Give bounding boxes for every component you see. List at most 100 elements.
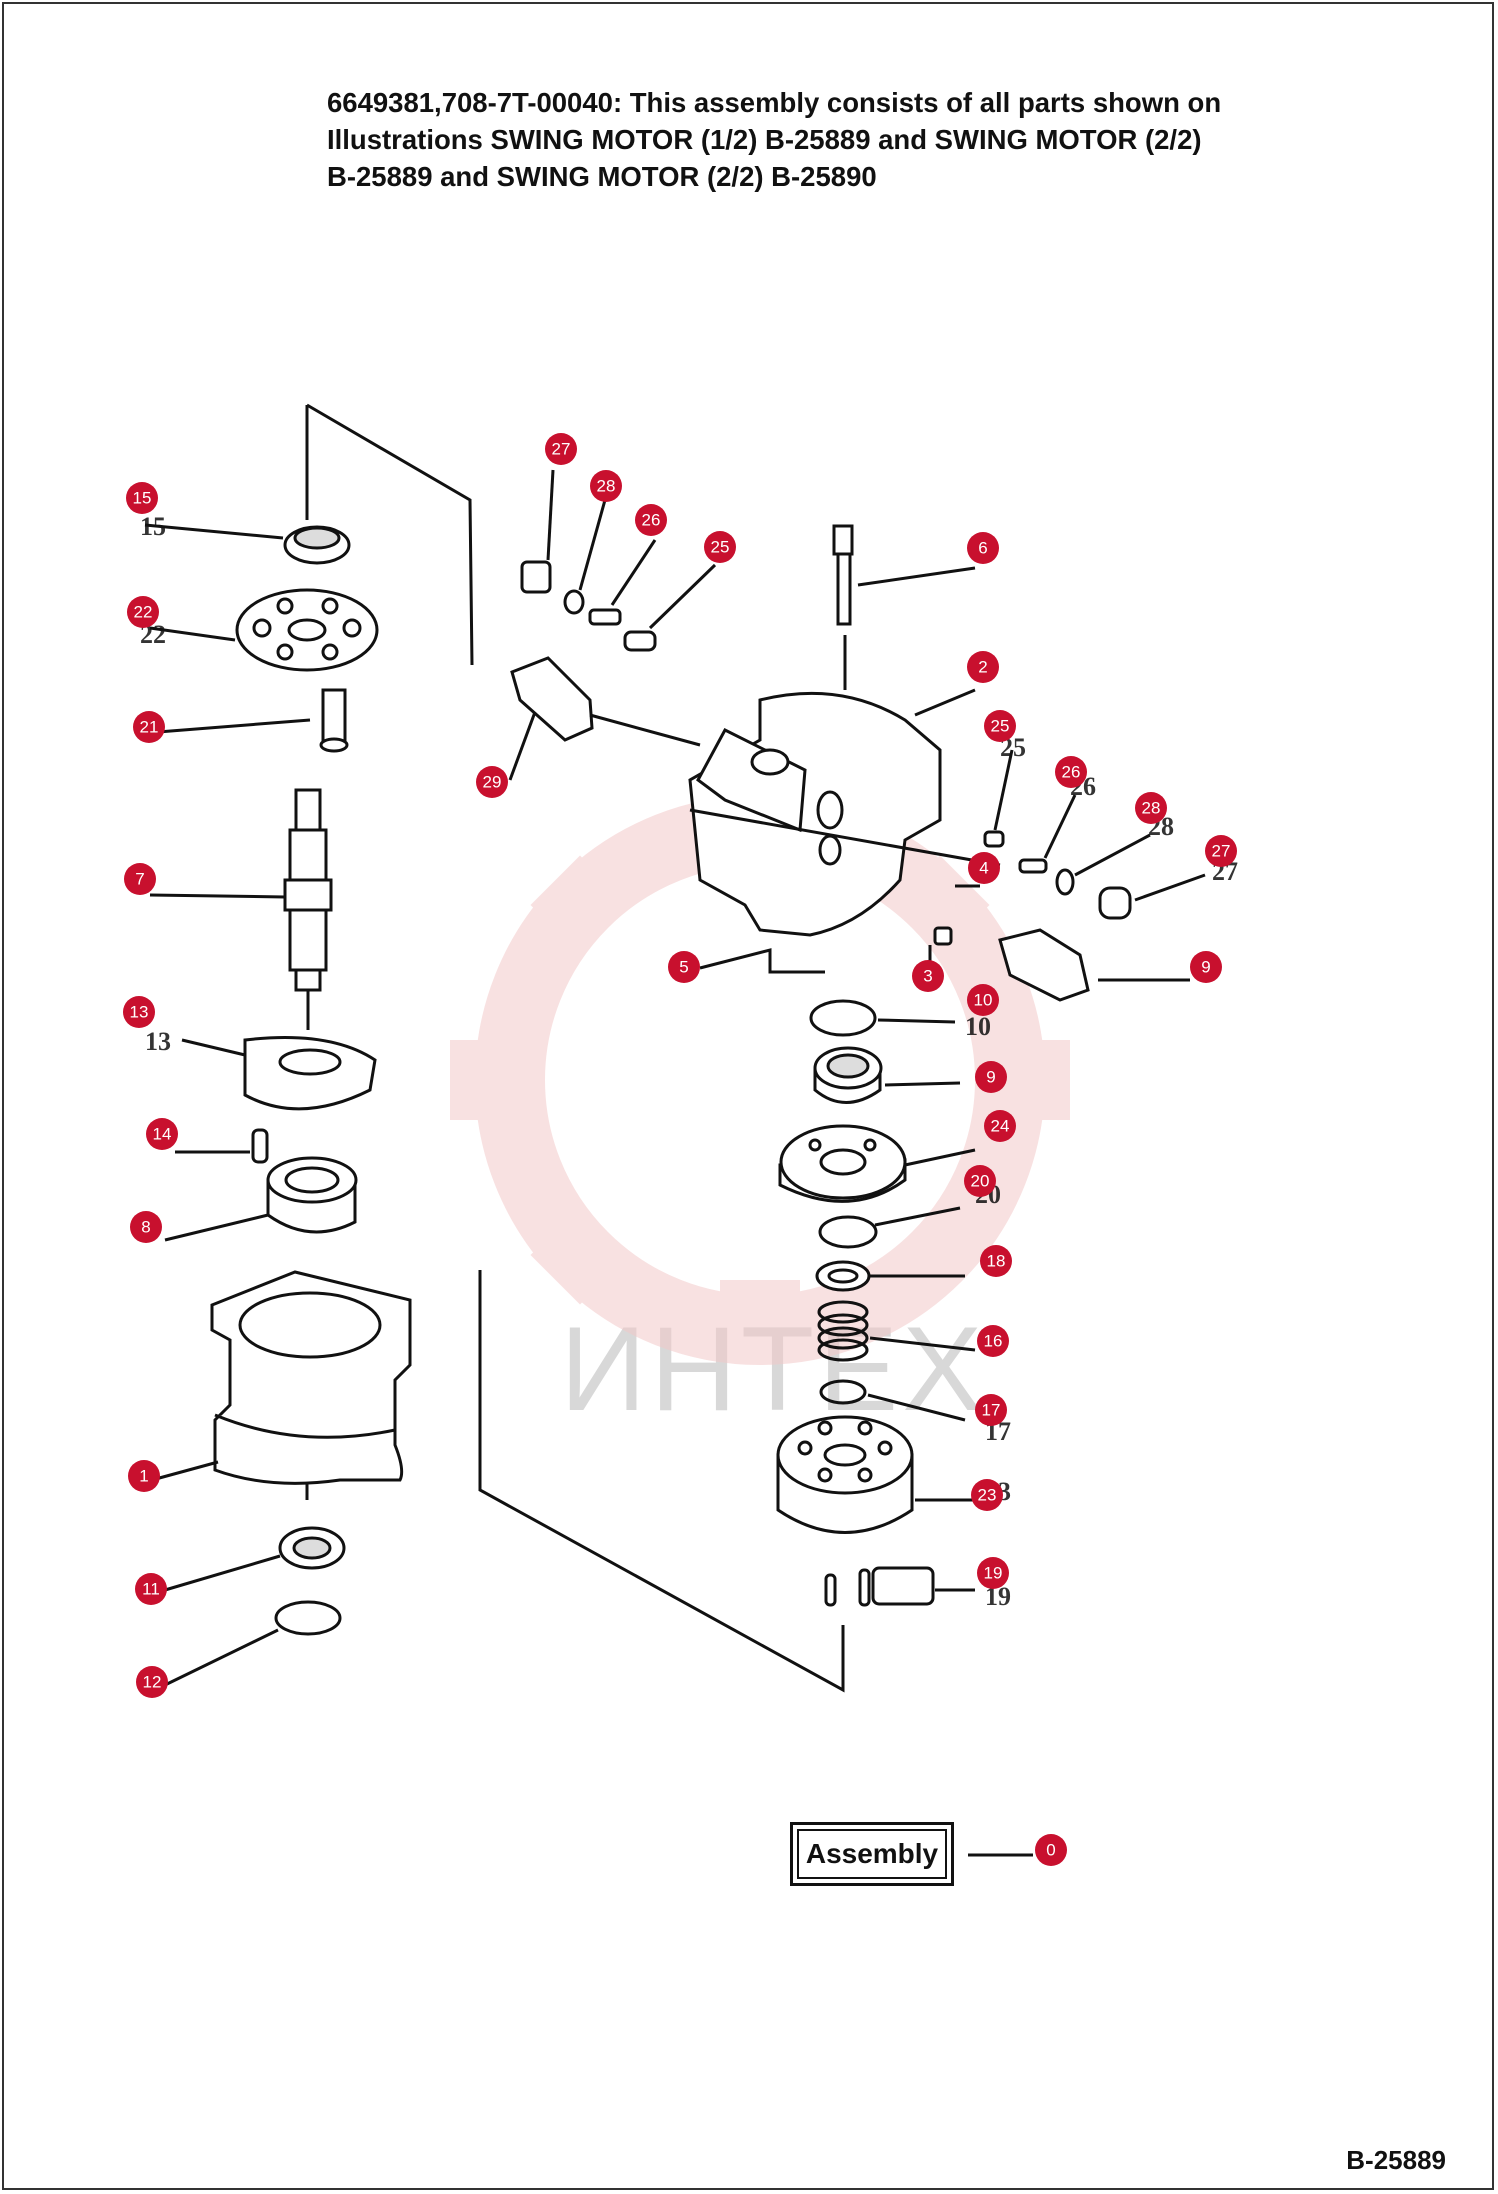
- part-28-oring-right: [1055, 833, 1151, 896]
- callout-4[interactable]: 4: [968, 852, 1000, 884]
- callout-3[interactable]: 3: [912, 960, 944, 992]
- part-19-piston: [824, 1566, 975, 1607]
- callout-19-label: 19: [984, 1564, 1003, 1583]
- callout-9-bottom-label: 9: [986, 1068, 995, 1087]
- callout-7[interactable]: 7: [124, 863, 156, 895]
- callout-10[interactable]: 10: [967, 984, 999, 1016]
- callout-11[interactable]: 11: [135, 1573, 167, 1605]
- callout-22[interactable]: 22: [127, 596, 159, 628]
- callout-0[interactable]: 0: [1035, 1834, 1067, 1866]
- callout-27-top-label: 27: [552, 440, 571, 459]
- part-13-cam: [181, 1036, 377, 1111]
- callout-29-left[interactable]: 29: [476, 766, 508, 798]
- part-23-cylinder-block: [776, 1415, 975, 1534]
- callout-27-top[interactable]: 27: [545, 433, 577, 465]
- callout-3-label: 3: [923, 967, 932, 986]
- part-9-bearing: [813, 1046, 961, 1104]
- callout-25-top-label: 25: [711, 538, 730, 557]
- callout-25-top[interactable]: 25: [704, 531, 736, 563]
- part-12-snap-ring: [164, 1600, 342, 1687]
- callout-8-label: 8: [141, 1218, 150, 1237]
- callout-22-label: 22: [134, 603, 153, 622]
- title-line-1: 6649381,708-7T-00040: This assembly cons…: [327, 87, 1222, 118]
- part-26-spring-top: [588, 539, 657, 626]
- part-24-valve-plate: [778, 1124, 976, 1203]
- assembly-button[interactable]: Assembly: [790, 1822, 954, 1886]
- part-2-valve-body: [688, 688, 1001, 937]
- part-8-bearing: [164, 1156, 358, 1242]
- callout-13[interactable]: 13: [123, 996, 155, 1028]
- callout-26-top[interactable]: 26: [635, 504, 667, 536]
- callout-26-top-label: 26: [642, 511, 661, 530]
- part-25-poppet-right: [983, 749, 1014, 848]
- part-7-shaft: [149, 788, 333, 1030]
- callout-15-label: 15: [133, 489, 152, 508]
- callout-16[interactable]: 16: [977, 1325, 1009, 1357]
- callout-16-label: 16: [984, 1332, 1003, 1351]
- callout-5[interactable]: 5: [668, 951, 700, 983]
- callout-14[interactable]: 14: [146, 1118, 178, 1150]
- callout-23[interactable]: 23: [971, 1479, 1003, 1511]
- part-6-bolt: [832, 524, 976, 690]
- callout-12-label: 12: [143, 1673, 162, 1692]
- part-21-pin: [157, 688, 349, 753]
- callout-28-top-label: 28: [597, 477, 616, 496]
- callout-18-label: 18: [987, 1252, 1006, 1271]
- callout-20[interactable]: 20: [964, 1165, 996, 1197]
- callout-5-label: 5: [679, 958, 688, 977]
- callout-17-label: 17: [982, 1401, 1001, 1420]
- callout-15[interactable]: 15: [126, 482, 158, 514]
- callout-1-label: 1: [139, 1467, 148, 1486]
- callout-17[interactable]: 17: [975, 1394, 1007, 1426]
- callout-26-right[interactable]: 26: [1055, 756, 1087, 788]
- part-29-relief-valve-right: [998, 928, 1190, 1002]
- part-1-housing: [151, 1270, 412, 1485]
- callout-24-label: 24: [991, 1117, 1010, 1136]
- callout-9-bottom[interactable]: 9: [975, 1061, 1007, 1093]
- callout-21-label: 21: [140, 718, 159, 737]
- callout-7-label: 7: [135, 870, 144, 889]
- callout-28-right[interactable]: 28: [1135, 792, 1167, 824]
- callout-26-right-label: 26: [1062, 763, 1081, 782]
- callout-23-label: 23: [978, 1486, 997, 1505]
- callout-14-label: 14: [153, 1125, 172, 1144]
- title-line-2: Illustrations SWING MOTOR (1/2) B-25889 …: [327, 124, 1202, 155]
- callout-18[interactable]: 18: [980, 1245, 1012, 1277]
- callout-10-label: 10: [974, 991, 993, 1010]
- assembly-label: Assembly: [797, 1829, 947, 1879]
- callout-25-right[interactable]: 25: [984, 710, 1016, 742]
- callout-2[interactable]: 2: [967, 651, 999, 683]
- part-27-plug-right: [1098, 873, 1206, 920]
- callout-9-top[interactable]: 9: [1190, 951, 1222, 983]
- callout-6-label: 6: [978, 539, 987, 558]
- callout-12[interactable]: 12: [136, 1666, 168, 1698]
- part-28-oring-top: [563, 499, 607, 615]
- callout-25-right-label: 25: [991, 717, 1010, 736]
- callout-11-label: 11: [142, 1580, 160, 1599]
- callout-27-right[interactable]: 27: [1205, 835, 1237, 867]
- part-25-poppet-top: [623, 563, 717, 652]
- part-20-ring: [818, 1206, 961, 1249]
- part-11-bearing: [164, 1526, 346, 1592]
- part-14-pin: [175, 1128, 269, 1164]
- illustration-code: B-25889: [1346, 2145, 1446, 2175]
- part-16-spring: [817, 1300, 976, 1362]
- callout-13-label: 13: [130, 1003, 149, 1022]
- part-18-washer: [815, 1260, 965, 1292]
- callout-29-left-label: 29: [483, 773, 502, 792]
- callout-28-top[interactable]: 28: [590, 470, 622, 502]
- callout-21[interactable]: 21: [133, 711, 165, 743]
- callout-6[interactable]: 6: [967, 532, 999, 564]
- callout-28-right-label: 28: [1142, 799, 1161, 818]
- callout-2-label: 2: [978, 658, 987, 677]
- callout-1[interactable]: 1: [128, 1460, 160, 1492]
- callout-4-label: 4: [979, 859, 988, 878]
- callout-24[interactable]: 24: [984, 1110, 1016, 1142]
- part-5-dowel: [699, 948, 825, 974]
- callout-19[interactable]: 19: [977, 1557, 1009, 1589]
- part-17-ring: [819, 1379, 966, 1422]
- callout-9-top-label: 9: [1201, 958, 1210, 977]
- callout-8[interactable]: 8: [130, 1211, 162, 1243]
